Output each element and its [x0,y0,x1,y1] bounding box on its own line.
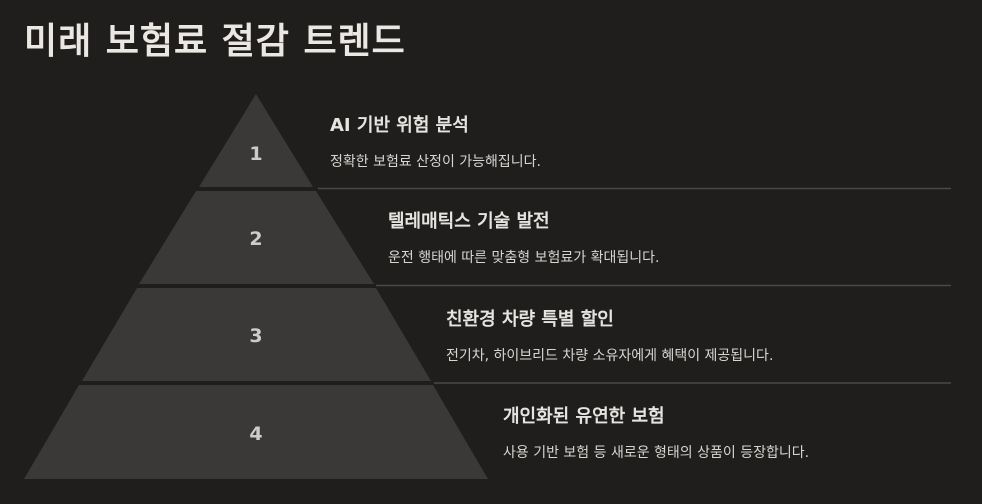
tier-1-heading: AI 기반 위험 분석 [330,115,469,136]
tier-2-heading: 텔레매틱스 기술 발전 [388,211,550,232]
pyramid-tier-3 [82,288,431,381]
tier-4-text: 개인화된 유연한 보험 사용 기반 보험 등 새로운 형태의 상품이 등장합니다… [503,402,809,462]
tier-3-description: 전기차, 하이브리드 차량 소유자에게 혜택이 제공됩니다. [446,348,774,364]
tier-number-3: 3 [249,325,262,347]
tier-number-1: 1 [249,143,262,165]
pyramid-tier-4 [24,385,488,479]
tier-2-text: 텔레매틱스 기술 발전 운전 행태에 따른 맞춤형 보험료가 확대됩니다. [388,207,659,267]
tier-4-description: 사용 기반 보험 등 새로운 형태의 상품이 등장합니다. [503,445,810,461]
tier-number-4: 4 [249,423,262,445]
tier-1-description: 정확한 보험료 산정이 가능해집니다. [330,154,541,170]
tier-4-heading: 개인화된 유연한 보험 [503,406,665,427]
tier-1-text: AI 기반 위험 분석 정확한 보험료 산정이 가능해집니다. [330,111,541,171]
tier-number-2: 2 [249,228,262,250]
page-title: 미래 보험료 절감 트렌드 [24,21,406,62]
tier-3-text: 친환경 차량 특별 할인 전기차, 하이브리드 차량 소유자에게 혜택이 제공됩… [446,305,773,365]
tier-2-description: 운전 행태에 따른 맞춤형 보험료가 확대됩니다. [388,250,660,266]
pyramid-tier-1 [199,94,313,187]
pyramid-tier-2 [139,191,374,284]
tier-3-heading: 친환경 차량 특별 할인 [446,309,614,330]
